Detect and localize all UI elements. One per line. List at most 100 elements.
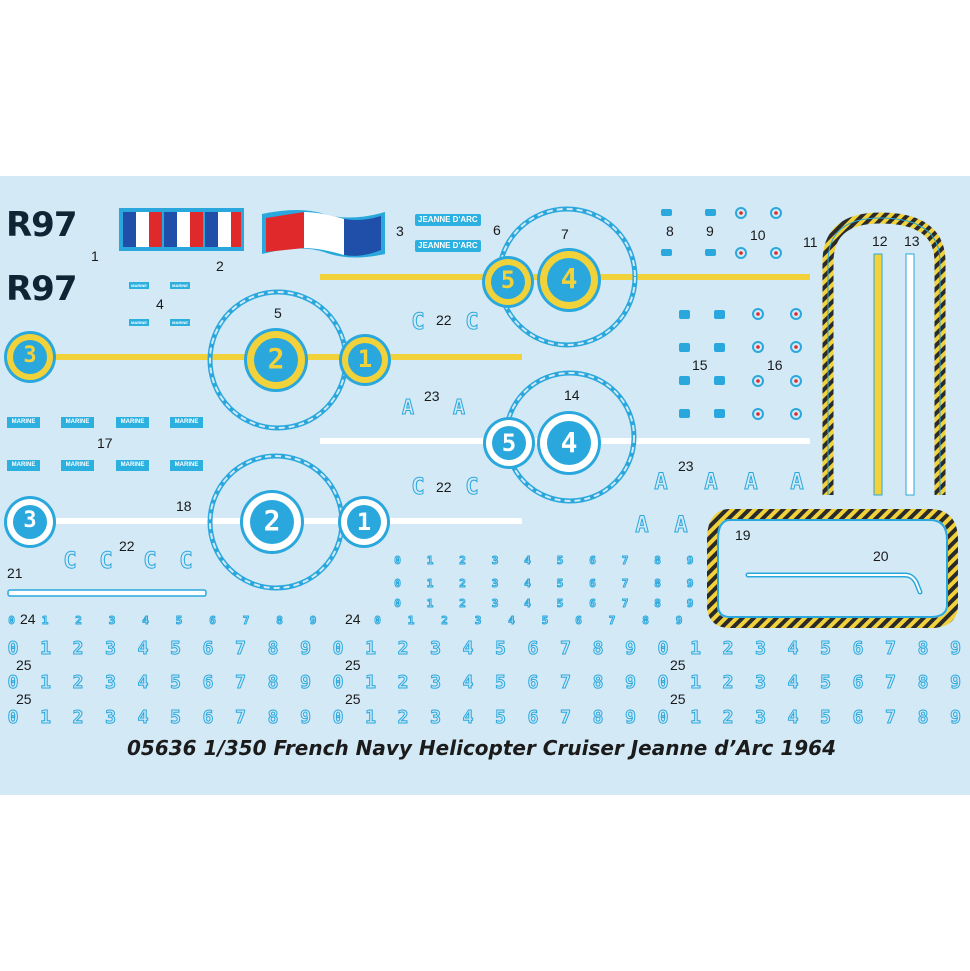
number-decal: 2 [459,577,467,591]
marine-decal-small: MARINE [170,282,190,289]
number-decal: 7 [235,707,247,729]
number-decal: 1 [426,554,434,568]
number-decal: 0 [7,638,19,660]
number-decal: 9 [950,638,962,660]
part-number: 22 [436,479,452,495]
number-decal: 4 [787,672,799,694]
number-decal: 2 [722,638,734,660]
number-decal: 1 [40,707,52,729]
deck-number-decal: 4 [560,262,578,295]
number-decal: 0 [657,638,669,660]
letter-a-decal: A [654,470,668,496]
small-roundels [735,207,802,420]
number-decal: 9 [309,614,317,628]
number-decal: 1 [40,672,52,694]
number-decal: 4 [787,638,799,660]
number-decal: 4 [787,707,799,729]
number-decal: 3 [105,638,117,660]
number-decal: 5 [556,554,564,568]
number-decal: 9 [686,597,694,611]
number-decal: 7 [560,638,572,660]
number-decal: 9 [950,707,962,729]
number-decal: 3 [755,707,767,729]
part-number: 16 [767,357,783,373]
number-decal: 5 [541,614,549,628]
number-decal: 9 [950,672,962,694]
number-decal: 2 [75,614,83,628]
waving-flag-decal [262,210,385,258]
number-decal: 8 [654,554,662,568]
number-decal: 7 [235,638,247,660]
number-decal: 9 [625,638,637,660]
number-decal: 5 [495,672,507,694]
sheet-caption: 05636 1/350 French Navy Helicopter Cruis… [127,736,836,760]
number-decal: 5 [170,672,182,694]
part-number: 18 [176,498,192,514]
number-decal: 4 [524,597,532,611]
number-decal: 2 [722,672,734,694]
number-decal: 3 [755,672,767,694]
number-decal: 5 [820,672,832,694]
number-decal: 3 [755,638,767,660]
part-number: 22 [436,312,452,328]
number-decal: 0 [332,672,344,694]
number-decal: 2 [72,672,84,694]
number-decal: 6 [852,707,864,729]
letter-a-decal: A [704,470,718,496]
number-decal: 5 [556,577,564,591]
number-decal: 7 [885,638,897,660]
part-number: 9 [706,223,714,239]
number-decal: 3 [108,614,116,628]
part-number: 19 [735,527,751,543]
number-decal: 2 [397,707,409,729]
part-number: 23 [678,458,694,474]
yellow-deck-line-upper [320,206,810,348]
number-decal: 5 [820,638,832,660]
letter-c-decal: C [99,549,113,575]
number-decal: 6 [852,638,864,660]
number-decal: 0 [374,614,382,628]
deck-number-decal: 5 [500,266,516,294]
number-decal: 3 [491,554,499,568]
number-decal: 3 [474,614,482,628]
part-number: 14 [564,387,580,403]
number-decal: 4 [462,707,474,729]
number-decal: 2 [72,638,84,660]
white-deck-line-lower [4,453,522,591]
number-decal: 0 [657,672,669,694]
part-number: 2 [216,258,224,274]
marine-decal: MARINE [61,417,94,428]
part-number: 25 [670,691,686,707]
yellow-deck-line-middle [4,289,522,431]
number-decal: 8 [592,638,604,660]
letter-c-decal: C [411,475,425,501]
number-decal: 0 [394,554,402,568]
part-number: 25 [16,657,32,673]
part-number: 6 [493,222,501,238]
number-decal: 7 [885,707,897,729]
number-decal: 6 [852,672,864,694]
thin-line-decal [7,589,207,597]
number-decal: 4 [462,672,474,694]
marine-decal: MARINE [170,417,203,428]
number-decal: 8 [267,638,279,660]
number-decal: 8 [276,614,284,628]
number-decal: 2 [441,614,449,628]
number-decal: 0 [7,672,19,694]
number-decal: 8 [917,672,929,694]
letter-c-decal: C [143,549,157,575]
hazard-arch-decal [822,212,946,496]
number-decal: 6 [202,707,214,729]
part-number: 7 [561,226,569,242]
number-decal: 3 [430,638,442,660]
deck-number-decal: 5 [501,429,517,457]
tricolour-stripe-decal [119,208,244,251]
deck-number-decal: 2 [267,342,285,375]
number-decal: 1 [365,707,377,729]
part-number: 23 [424,388,440,404]
part-number: 13 [904,233,920,249]
number-decal: 4 [137,707,149,729]
number-decal: 4 [462,638,474,660]
number-decal: 7 [235,672,247,694]
part-number: 22 [119,538,135,554]
